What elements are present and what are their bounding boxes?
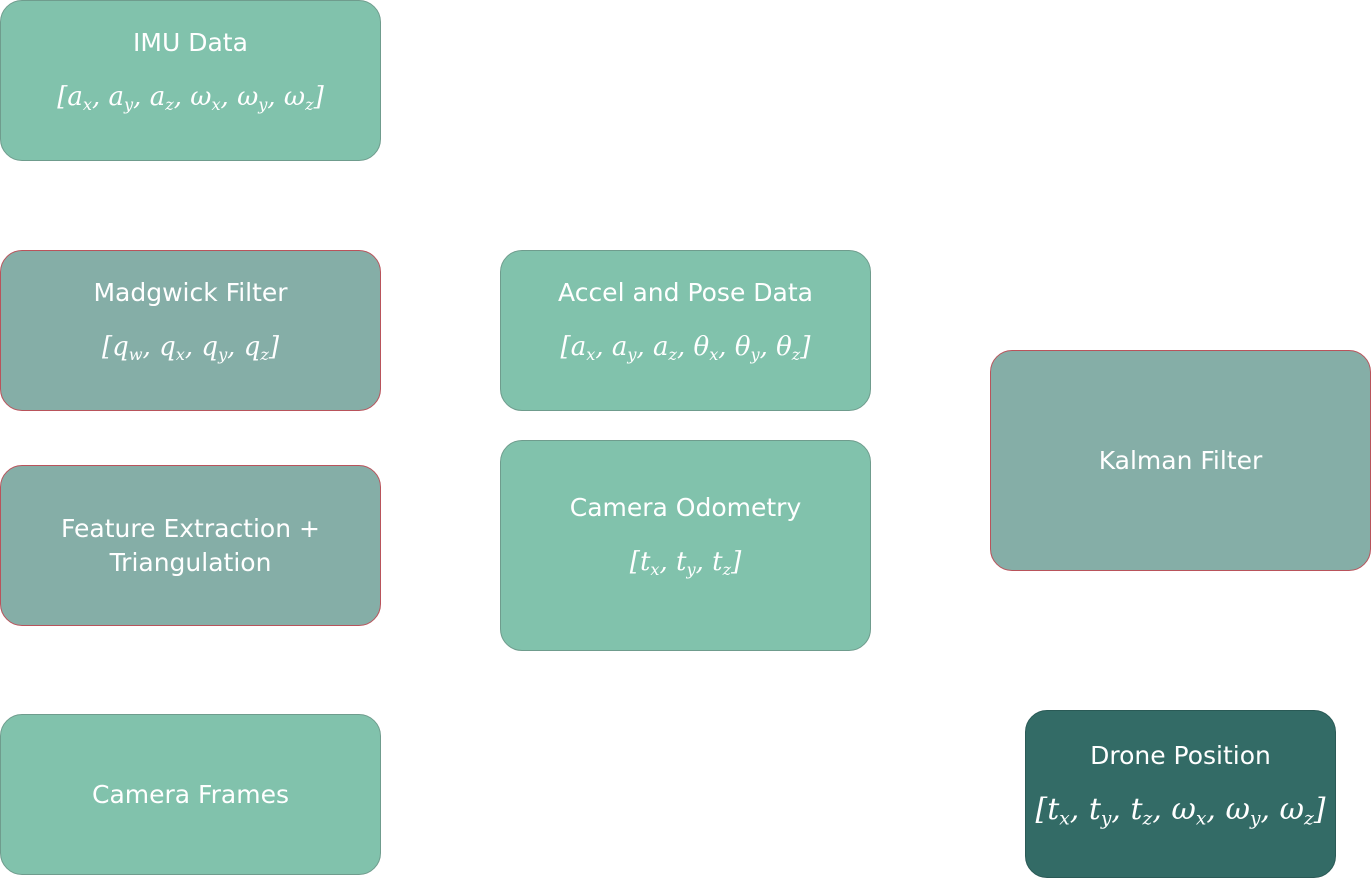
vector-term: ty	[1088, 792, 1112, 830]
accel-pose-data-title: Accel and Pose Data	[558, 277, 813, 307]
vector-term: qx	[159, 331, 185, 364]
madgwick-filter-node: Madgwick Filter [qw, qx, qy, qz]	[0, 250, 381, 411]
vector-term: tx	[639, 546, 660, 579]
vector-term: ωy	[237, 81, 268, 114]
vector-term: ay	[108, 81, 134, 114]
camera-odometry-vector: [tx, ty, tz]	[629, 546, 742, 579]
imu-data-node: IMU Data [ax, ay, az, ωx, ωy, ωz]	[0, 0, 381, 161]
vector-term: tz	[1130, 792, 1153, 830]
vector-term: tx	[1047, 792, 1070, 830]
camera-frames-node: Camera Frames	[0, 714, 381, 875]
feature-extraction-title-line2: Triangulation	[109, 547, 272, 577]
vector-term: qy	[201, 331, 228, 364]
madgwick-filter-vector: [qw, qx, qy, qz]	[101, 331, 280, 364]
vector-term: ωy	[1225, 792, 1261, 830]
kalman-filter-title: Kalman Filter	[1098, 445, 1263, 475]
feature-extraction-node: Feature Extraction + Triangulation	[0, 465, 381, 626]
vector-term: ty	[676, 546, 696, 579]
vector-term: qz	[243, 331, 269, 364]
vector-term: qw	[112, 331, 143, 364]
camera-odometry-node: Camera Odometry [tx, ty, tz]	[500, 440, 871, 651]
vector-term: az	[653, 331, 678, 364]
vector-term: tz	[712, 546, 732, 579]
imu-data-title: IMU Data	[133, 27, 248, 57]
vector-term: ωz	[283, 81, 314, 114]
vector-term: θz	[776, 331, 801, 364]
vector-term: θx	[693, 331, 719, 364]
drone-position-title: Drone Position	[1090, 741, 1271, 770]
camera-frames-title: Camera Frames	[92, 779, 289, 809]
camera-odometry-title: Camera Odometry	[569, 492, 802, 522]
kalman-filter-node: Kalman Filter	[990, 350, 1371, 571]
accel-pose-data-vector: [ax, ay, az, θx, θy, θz]	[560, 331, 811, 364]
imu-data-vector: [ax, ay, az, ωx, ωy, ωz]	[57, 81, 324, 114]
drone-position-node: Drone Position [tx, ty, tz, ωx, ωy, ωz]	[1025, 710, 1336, 878]
vector-term: ay	[611, 331, 637, 364]
feature-extraction-title-line1: Feature Extraction +	[61, 513, 320, 543]
vector-term: az	[149, 81, 174, 114]
vector-term: ωx	[190, 81, 221, 114]
vector-term: ax	[67, 81, 92, 114]
vector-term: ax	[570, 331, 596, 364]
drone-position-vector: [tx, ty, tz, ωx, ωy, ωz]	[1035, 792, 1326, 830]
accel-pose-data-node: Accel and Pose Data [ax, ay, az, θx, θy,…	[500, 250, 871, 411]
vector-term: ωz	[1279, 792, 1314, 830]
madgwick-filter-title: Madgwick Filter	[93, 277, 288, 307]
vector-term: θy	[734, 331, 760, 364]
vector-term: ωx	[1171, 792, 1207, 830]
